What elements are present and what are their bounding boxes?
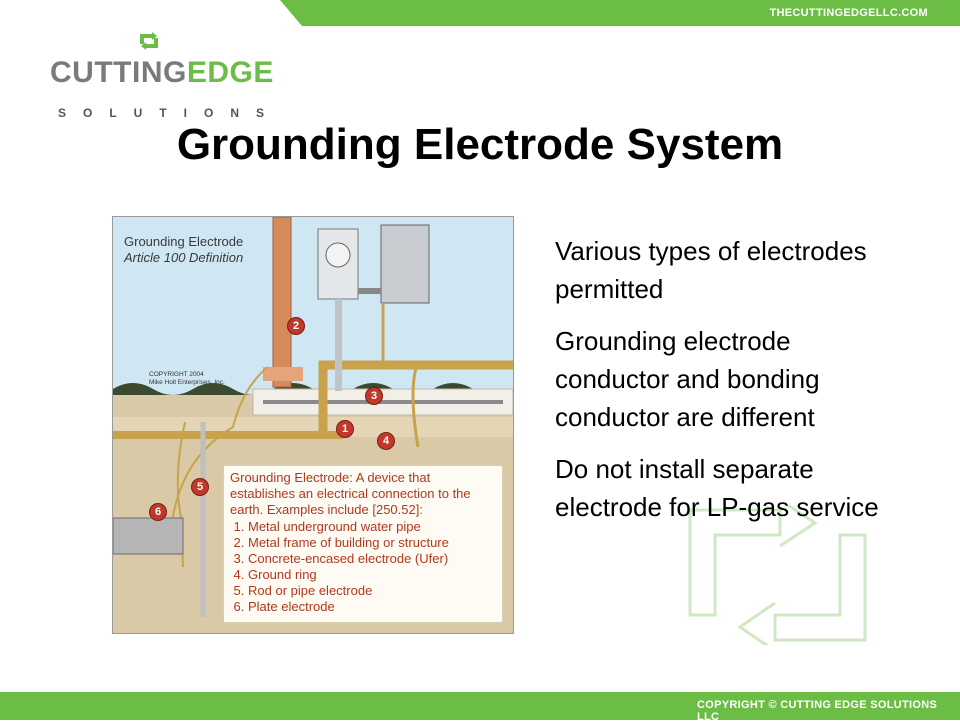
footer-copyright: COPYRIGHT © CUTTING EDGE SOLUTIONS LLC <box>697 699 938 723</box>
bullet-list: Various types of electrodes permitted Gr… <box>555 232 895 540</box>
grounding-diagram: Grounding Electrode Article 100 Definiti… <box>112 216 514 634</box>
slide-title: Grounding Electrode System <box>176 120 784 169</box>
website-url: THECUTTINGEDGELLC.COM <box>769 7 928 19</box>
definition-text: Grounding Electrode: A device that estab… <box>230 470 471 517</box>
electrode-badge-1: 1 <box>336 420 354 438</box>
list-item: Rod or pipe electrode <box>248 583 496 599</box>
electrode-badge-2: 2 <box>287 317 305 335</box>
figure-copyright: COPYRIGHT 2004 Mike Holt Enterprises, In… <box>149 371 225 387</box>
list-item: Concrete-encased electrode (Ufer) <box>248 551 496 567</box>
footer-bar: COPYRIGHT © CUTTING EDGE SOLUTIONS LLC <box>0 692 960 723</box>
electrode-badge-5: 5 <box>191 478 209 496</box>
list-item: Metal frame of building or structure <box>248 535 496 551</box>
electrode-types-list: Metal underground water pipe Metal frame… <box>230 519 496 615</box>
logo-subtitle: SOLUTIONS <box>58 106 282 120</box>
list-item: Metal underground water pipe <box>248 519 496 535</box>
logo-word-edge: EDGE <box>186 56 274 89</box>
figure-copyright-line: COPYRIGHT 2004 <box>149 371 204 378</box>
header-bar: THECUTTINGEDGELLC.COM <box>280 0 960 26</box>
figure-copyright-line: Mike Holt Enterprises, Inc. <box>149 379 225 386</box>
logo-wordmark: CUTTINGEDGE <box>50 56 274 90</box>
electrode-badge-6: 6 <box>149 503 167 521</box>
company-logo: CUTTINGEDGE SOLUTIONS <box>50 28 273 120</box>
bullet-item: Grounding electrode conductor and bondin… <box>555 326 820 432</box>
logo-arrows-icon <box>140 32 158 50</box>
logo-word-cutting: CUTTING <box>50 56 187 89</box>
figure-label-title: Grounding Electrode <box>124 234 244 249</box>
bullet-item: Various types of electrodes permitted <box>555 236 867 304</box>
electrode-badge-4: 4 <box>377 432 395 450</box>
figure-label: Grounding Electrode Article 100 Definiti… <box>124 234 243 266</box>
list-item: Ground ring <box>248 567 496 583</box>
list-item: Plate electrode <box>248 599 496 615</box>
definition-box: Grounding Electrode: A device that estab… <box>223 465 503 623</box>
electrode-badge-3: 3 <box>365 387 383 405</box>
logo-watermark-icon <box>688 505 867 645</box>
figure-label-subtitle: Article 100 Definition <box>124 250 244 265</box>
bullet-item: Do not install separate electrode for LP… <box>555 454 879 522</box>
